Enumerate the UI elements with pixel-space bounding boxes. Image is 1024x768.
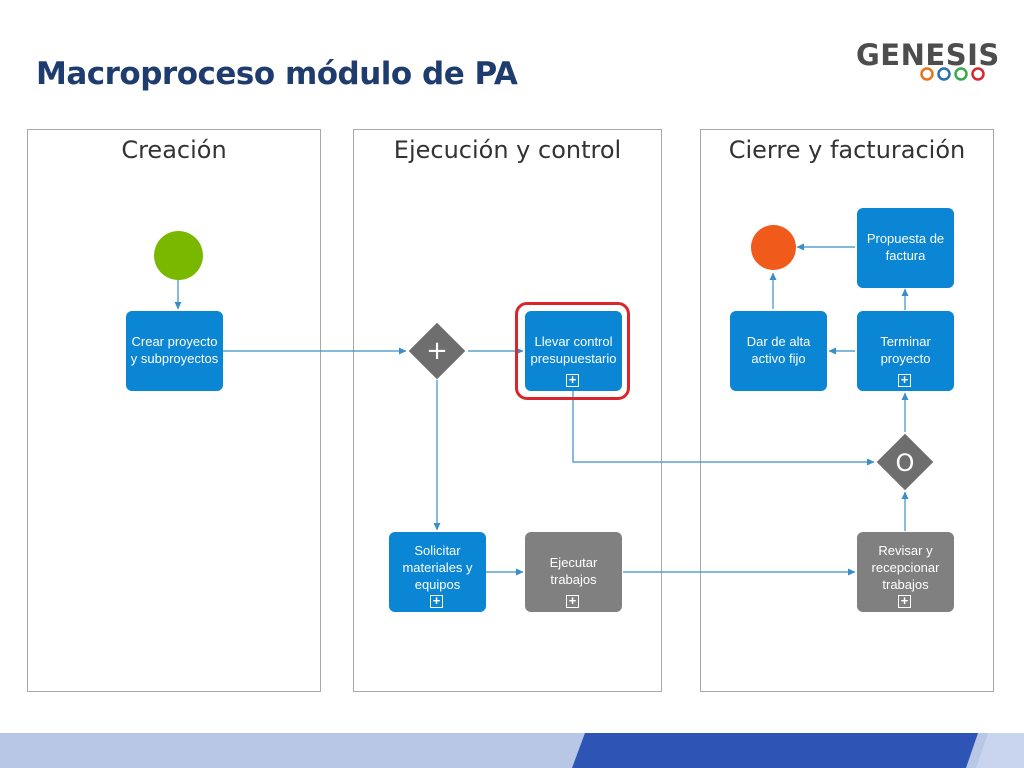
genesis-logo: GENESIS bbox=[856, 38, 999, 84]
subprocess-marker-icon[interactable]: + bbox=[898, 373, 911, 387]
inclusive-gateway-symbol: O bbox=[895, 449, 915, 477]
highlight-frame bbox=[515, 302, 630, 400]
parallel-gateway-symbol: + bbox=[426, 336, 448, 366]
logo-text: GENESIS bbox=[856, 38, 1000, 72]
task-propuesta-factura[interactable]: Propuesta de factura bbox=[857, 208, 954, 288]
subprocess-marker-icon[interactable]: + bbox=[566, 373, 579, 387]
task-label: Dar de alta activo fijo bbox=[746, 334, 811, 366]
flow-llevar-to-inclusive bbox=[572, 391, 875, 466]
task-label: Llevar control presupuestario bbox=[530, 334, 617, 366]
subprocess-marker-icon[interactable]: + bbox=[898, 594, 911, 608]
lane-title-cierre: Cierre y facturación bbox=[728, 136, 966, 164]
task-label: Crear proyecto y subproyectos bbox=[130, 334, 219, 366]
task-revisar-recepcionar[interactable]: Revisar y recepcionar trabajos + bbox=[857, 532, 954, 612]
task-label: Solicitar materiales y equipos bbox=[402, 543, 473, 592]
page-title: Macroproceso módulo de PA bbox=[36, 56, 518, 92]
logo-rings-icon bbox=[920, 67, 985, 81]
subprocess-marker-icon[interactable]: + bbox=[430, 594, 443, 608]
lane-title-creacion: Creación bbox=[121, 136, 227, 164]
task-label: Propuesta de factura bbox=[866, 231, 945, 263]
subprocess-marker-icon[interactable]: + bbox=[566, 594, 579, 608]
end-event[interactable] bbox=[751, 225, 796, 270]
task-dar-alta-activo[interactable]: Dar de alta activo fijo bbox=[730, 311, 827, 391]
task-label: Ejecutar trabajos bbox=[549, 555, 598, 587]
task-solicitar-materiales[interactable]: Solicitar materiales y equipos + bbox=[389, 532, 486, 612]
task-label: Revisar y recepcionar trabajos bbox=[871, 543, 940, 592]
task-crear-proyecto[interactable]: Crear proyecto y subproyectos bbox=[126, 311, 223, 391]
task-ejecutar-trabajos[interactable]: Ejecutar trabajos + bbox=[525, 532, 622, 612]
task-label: Terminar proyecto bbox=[880, 334, 931, 366]
task-llevar-control[interactable]: Llevar control presupuestario + bbox=[525, 311, 622, 391]
start-event[interactable] bbox=[154, 231, 203, 280]
task-terminar-proyecto[interactable]: Terminar proyecto + bbox=[857, 311, 954, 391]
lane-creacion: Creación bbox=[27, 129, 321, 692]
footer-band bbox=[0, 733, 1024, 768]
lane-title-ejecucion: Ejecución y control bbox=[393, 136, 622, 164]
